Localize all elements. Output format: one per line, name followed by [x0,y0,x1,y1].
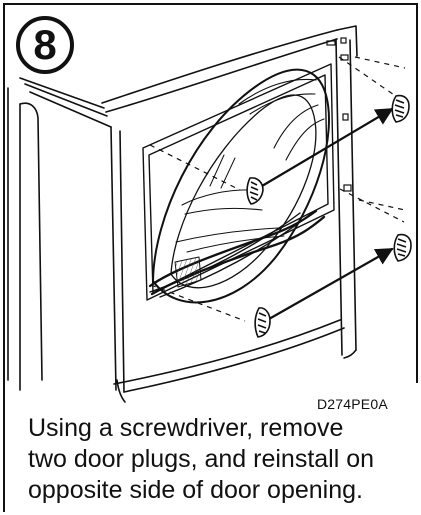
figure-code: D274PE0A [317,396,388,412]
door-plug-lower-removed-icon [254,307,271,338]
panel-border-top [3,3,418,5]
caption-line-2: two door plugs, and reinstall on [28,445,375,473]
panel-border-right [416,3,418,383]
door-hinge-holes [326,37,352,192]
door-plug-upper-removed-icon [246,177,264,205]
caption-line-3: opposite side of door opening. [28,476,363,504]
reinstall-arrows [260,107,394,321]
dryer-drum-interior [148,68,330,304]
step-number: 8 [33,21,57,68]
instruction-caption: Using a screwdriver, remove two door plu… [28,413,410,506]
step-number-badge: 8 [16,16,74,74]
caption-line-1: Using a screwdriver, remove [28,414,344,442]
door-plug-upper-reinstalled-icon [391,94,410,123]
door-plug-lower-reinstalled-icon [393,233,412,262]
door-plug-leader-lines [149,56,406,322]
dryer-cabinet-outline [7,25,358,403]
panel-border-left [3,3,5,512]
